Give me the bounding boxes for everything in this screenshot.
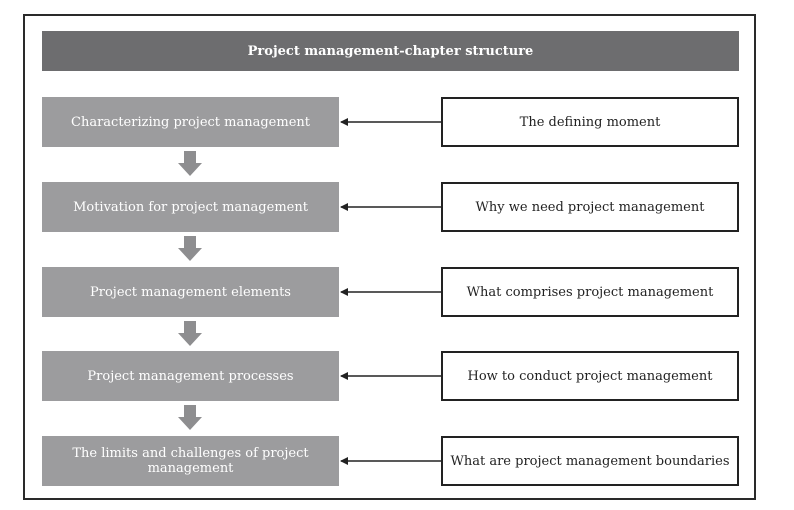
chapter-box-motivation: Motivation for project management — [42, 182, 339, 232]
down-arrow-2 — [178, 236, 202, 261]
chapter-box-elements: Project management elements — [42, 267, 339, 317]
down-arrow-4 — [178, 405, 202, 430]
down-arrow-1 — [178, 151, 202, 176]
chapter-box-characterizing: Characterizing project management — [42, 97, 339, 147]
description-box-defining-moment: The defining moment — [441, 97, 739, 147]
description-box-how-to-conduct: How to conduct project management — [441, 351, 739, 401]
chapter-box-limits: The limits and challenges of project man… — [42, 436, 339, 486]
diagram-title: Project management-chapter structure — [42, 31, 739, 71]
description-box-why-needed: Why we need project management — [441, 182, 739, 232]
diagram-frame — [23, 14, 756, 500]
description-box-what-comprises: What comprises project management — [441, 267, 739, 317]
down-arrow-3 — [178, 321, 202, 346]
description-box-boundaries: What are project management boundaries — [441, 436, 739, 486]
chapter-box-processes: Project management processes — [42, 351, 339, 401]
